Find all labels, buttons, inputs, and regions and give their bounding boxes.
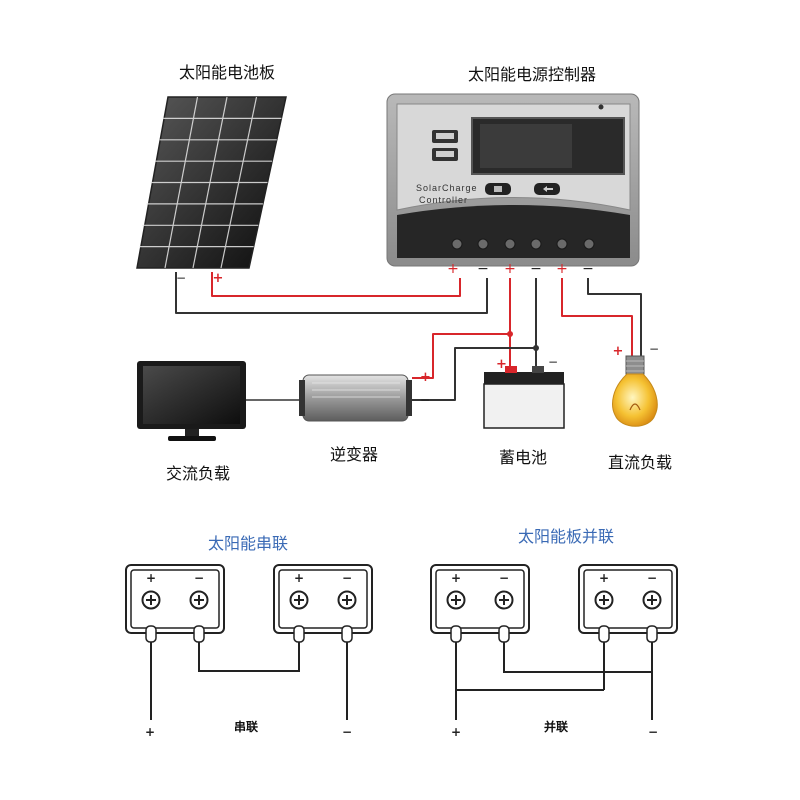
parallel-out-plus: +	[451, 725, 461, 739]
inverter-icon	[299, 374, 412, 422]
ctrl-bat-minus: −	[530, 261, 542, 277]
controller-brand-line1: SolarCharge	[416, 183, 478, 193]
wires	[175, 272, 642, 401]
parallel-wires	[455, 642, 653, 720]
controller-terminal-signs: + − + − + −	[447, 261, 594, 277]
controller-label: 太阳能电源控制器	[468, 65, 596, 84]
parallel-out-minus: −	[648, 725, 658, 739]
monitor-icon	[137, 361, 246, 441]
ctrl-load-plus: +	[556, 261, 568, 277]
dc-load-label: 直流负载	[608, 453, 672, 472]
series-out-plus: +	[145, 725, 155, 739]
charge-controller: SolarCharge Controller	[386, 93, 640, 267]
parallel-caption: 并联	[544, 719, 568, 734]
series-battery-left	[125, 564, 225, 643]
series-right-plus: +	[294, 571, 304, 585]
series-wires	[150, 642, 348, 720]
bulb-minus-sign: −	[649, 342, 659, 356]
battery-plus-sign: +	[496, 357, 507, 372]
panel-minus-sign: −	[176, 271, 186, 285]
parallel-right-minus: −	[647, 571, 657, 585]
parallel-battery-right	[578, 564, 678, 643]
inverter-minus-sign: −	[420, 393, 430, 407]
panel-plus-sign: +	[213, 271, 224, 286]
ac-load-label: 交流负载	[166, 464, 230, 483]
junction-negative	[533, 345, 539, 351]
parallel-left-plus: +	[451, 571, 461, 585]
light-bulb-icon	[612, 355, 658, 427]
parallel-title: 太阳能板并联	[518, 527, 614, 546]
series-out-minus: −	[342, 725, 352, 739]
series-battery-right	[273, 564, 373, 643]
ctrl-bat-plus: +	[504, 261, 516, 277]
ctrl-pv-plus: +	[447, 261, 459, 277]
inverter-plus-sign: +	[420, 370, 431, 385]
battery-label: 蓄电池	[499, 448, 547, 467]
parallel-left-minus: −	[499, 571, 509, 585]
parallel-battery-left	[430, 564, 530, 643]
series-left-minus: −	[194, 571, 204, 585]
ctrl-pv-minus: −	[477, 261, 489, 277]
series-right-minus: −	[342, 571, 352, 585]
series-caption: 串联	[234, 719, 258, 734]
series-left-plus: +	[146, 571, 156, 585]
ctrl-load-minus: −	[582, 261, 594, 277]
junction-positive	[507, 331, 513, 337]
solar-panel	[136, 96, 287, 269]
bulb-plus-sign: +	[613, 344, 624, 359]
series-title: 太阳能串联	[208, 534, 288, 553]
battery-icon	[483, 366, 565, 429]
controller-brand-line2: Controller	[419, 195, 468, 205]
solar-panel-label: 太阳能电池板	[179, 63, 275, 82]
inverter-label: 逆变器	[330, 445, 378, 464]
parallel-right-plus: +	[599, 571, 609, 585]
battery-minus-sign: −	[548, 355, 558, 369]
